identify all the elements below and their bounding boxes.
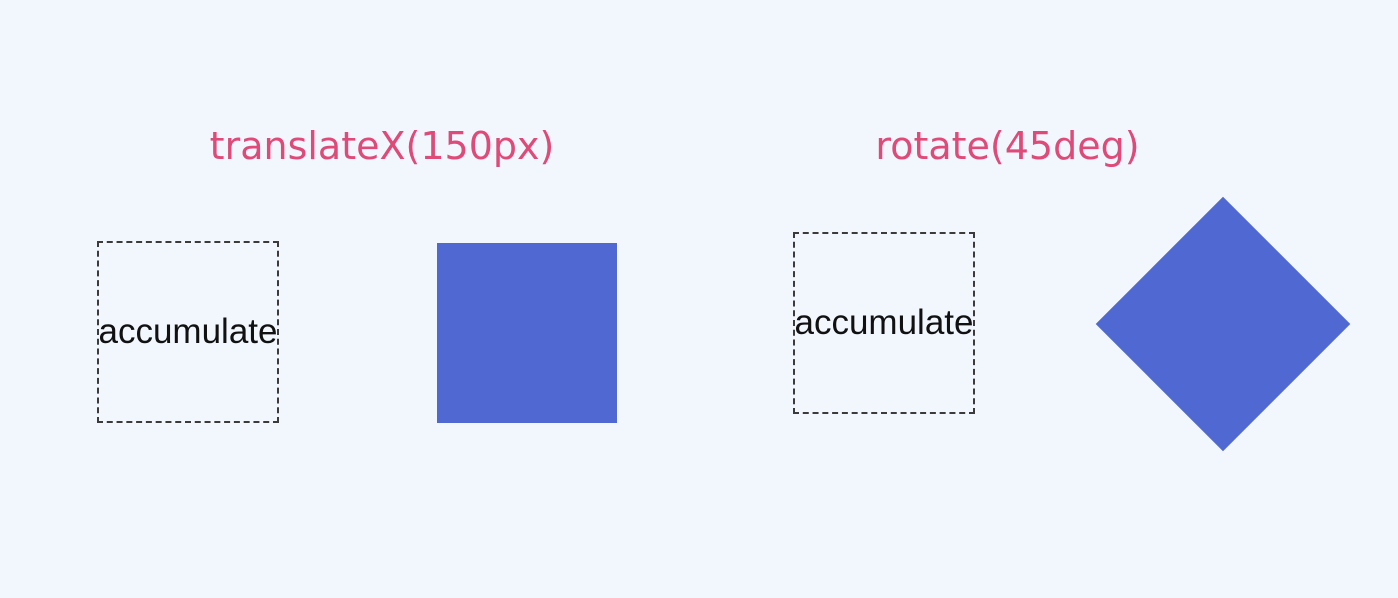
translate-original-position-box: accumulate	[97, 241, 279, 423]
rotate-demo-title: rotate(45deg)	[875, 124, 1140, 168]
rotated-square	[1095, 196, 1351, 452]
rotate-box-label: accumulate	[794, 303, 974, 342]
translate-box-label: accumulate	[98, 312, 278, 351]
rotate-original-position-box: accumulate	[793, 232, 975, 414]
translate-demo-title: translateX(150px)	[209, 124, 555, 168]
translated-square	[437, 243, 617, 423]
